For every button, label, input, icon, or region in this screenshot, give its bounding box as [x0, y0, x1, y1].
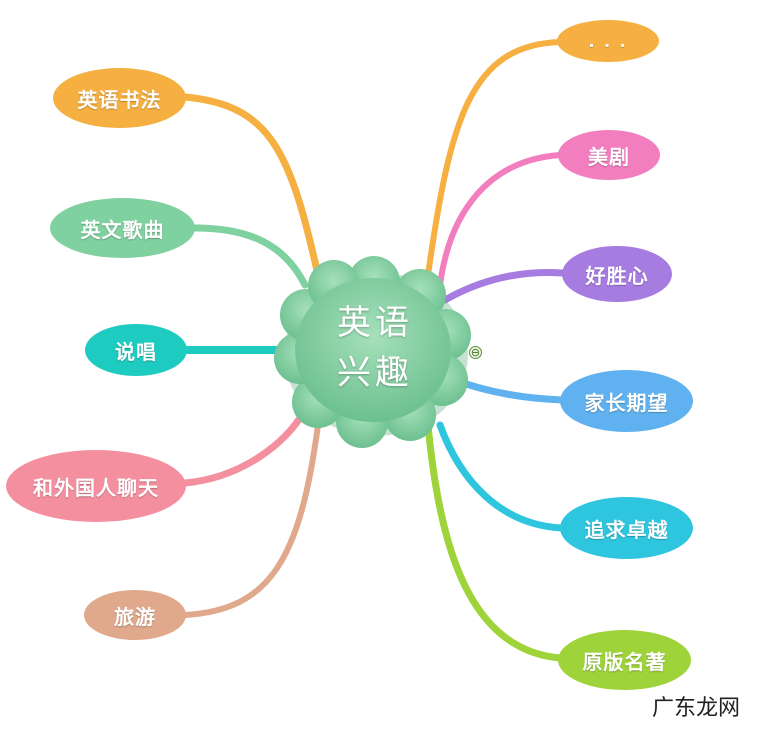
center-topic[interactable]: 英语 兴趣	[300, 288, 450, 408]
center-topic-line2: 兴趣	[337, 353, 413, 393]
center-cloud-shape	[274, 256, 471, 448]
connector-pursue-excellence	[436, 421, 566, 532]
topic-label: 和外国人聊天	[33, 475, 159, 500]
connector-english-songs	[191, 224, 309, 289]
topic-ellipsis[interactable]: . . .	[557, 20, 659, 62]
topic-label: 追求卓越	[584, 517, 669, 542]
connector-foreign-chat	[181, 406, 309, 487]
topic-label: 说唱	[115, 339, 157, 364]
topic-parent-expectation[interactable]: 家长期望	[560, 370, 693, 432]
topic-label: . . .	[588, 31, 628, 51]
topic-label: 美剧	[588, 144, 630, 169]
topic-rap[interactable]: 说唱	[85, 324, 187, 376]
topic-chat-with-foreigners[interactable]: 和外国人聊天	[6, 450, 186, 522]
center-topic-line1: 英语	[337, 303, 413, 343]
topic-us-tv-series[interactable]: 美剧	[558, 130, 660, 180]
topic-label: 旅游	[114, 604, 156, 629]
connector-english-calligraphy	[181, 93, 322, 279]
collapse-icon[interactable]: ⊖	[469, 346, 482, 359]
topic-label: 英文歌曲	[80, 217, 165, 242]
connector-ellipsis	[425, 39, 563, 278]
topic-label: 英语书法	[77, 87, 162, 112]
topic-competitiveness[interactable]: 好胜心	[562, 246, 672, 302]
topic-english-songs[interactable]: 英文歌曲	[50, 198, 195, 258]
connector-travel	[182, 422, 321, 618]
topic-travel[interactable]: 旅游	[84, 590, 186, 640]
topic-english-calligraphy[interactable]: 英语书法	[53, 68, 186, 128]
connector-competitive	[441, 269, 566, 304]
topic-label: 原版名著	[582, 649, 667, 674]
watermark: 广东龙网	[648, 690, 745, 722]
topic-label: 好胜心	[585, 263, 649, 288]
topic-pursue-excellence[interactable]: 追求卓越	[560, 497, 693, 559]
topic-original-classics[interactable]: 原版名著	[558, 630, 691, 690]
connector-original-classics	[424, 421, 564, 662]
topic-label: 家长期望	[584, 390, 669, 415]
connector-parent-expectation	[456, 378, 566, 404]
connector-us-tv	[437, 152, 563, 288]
